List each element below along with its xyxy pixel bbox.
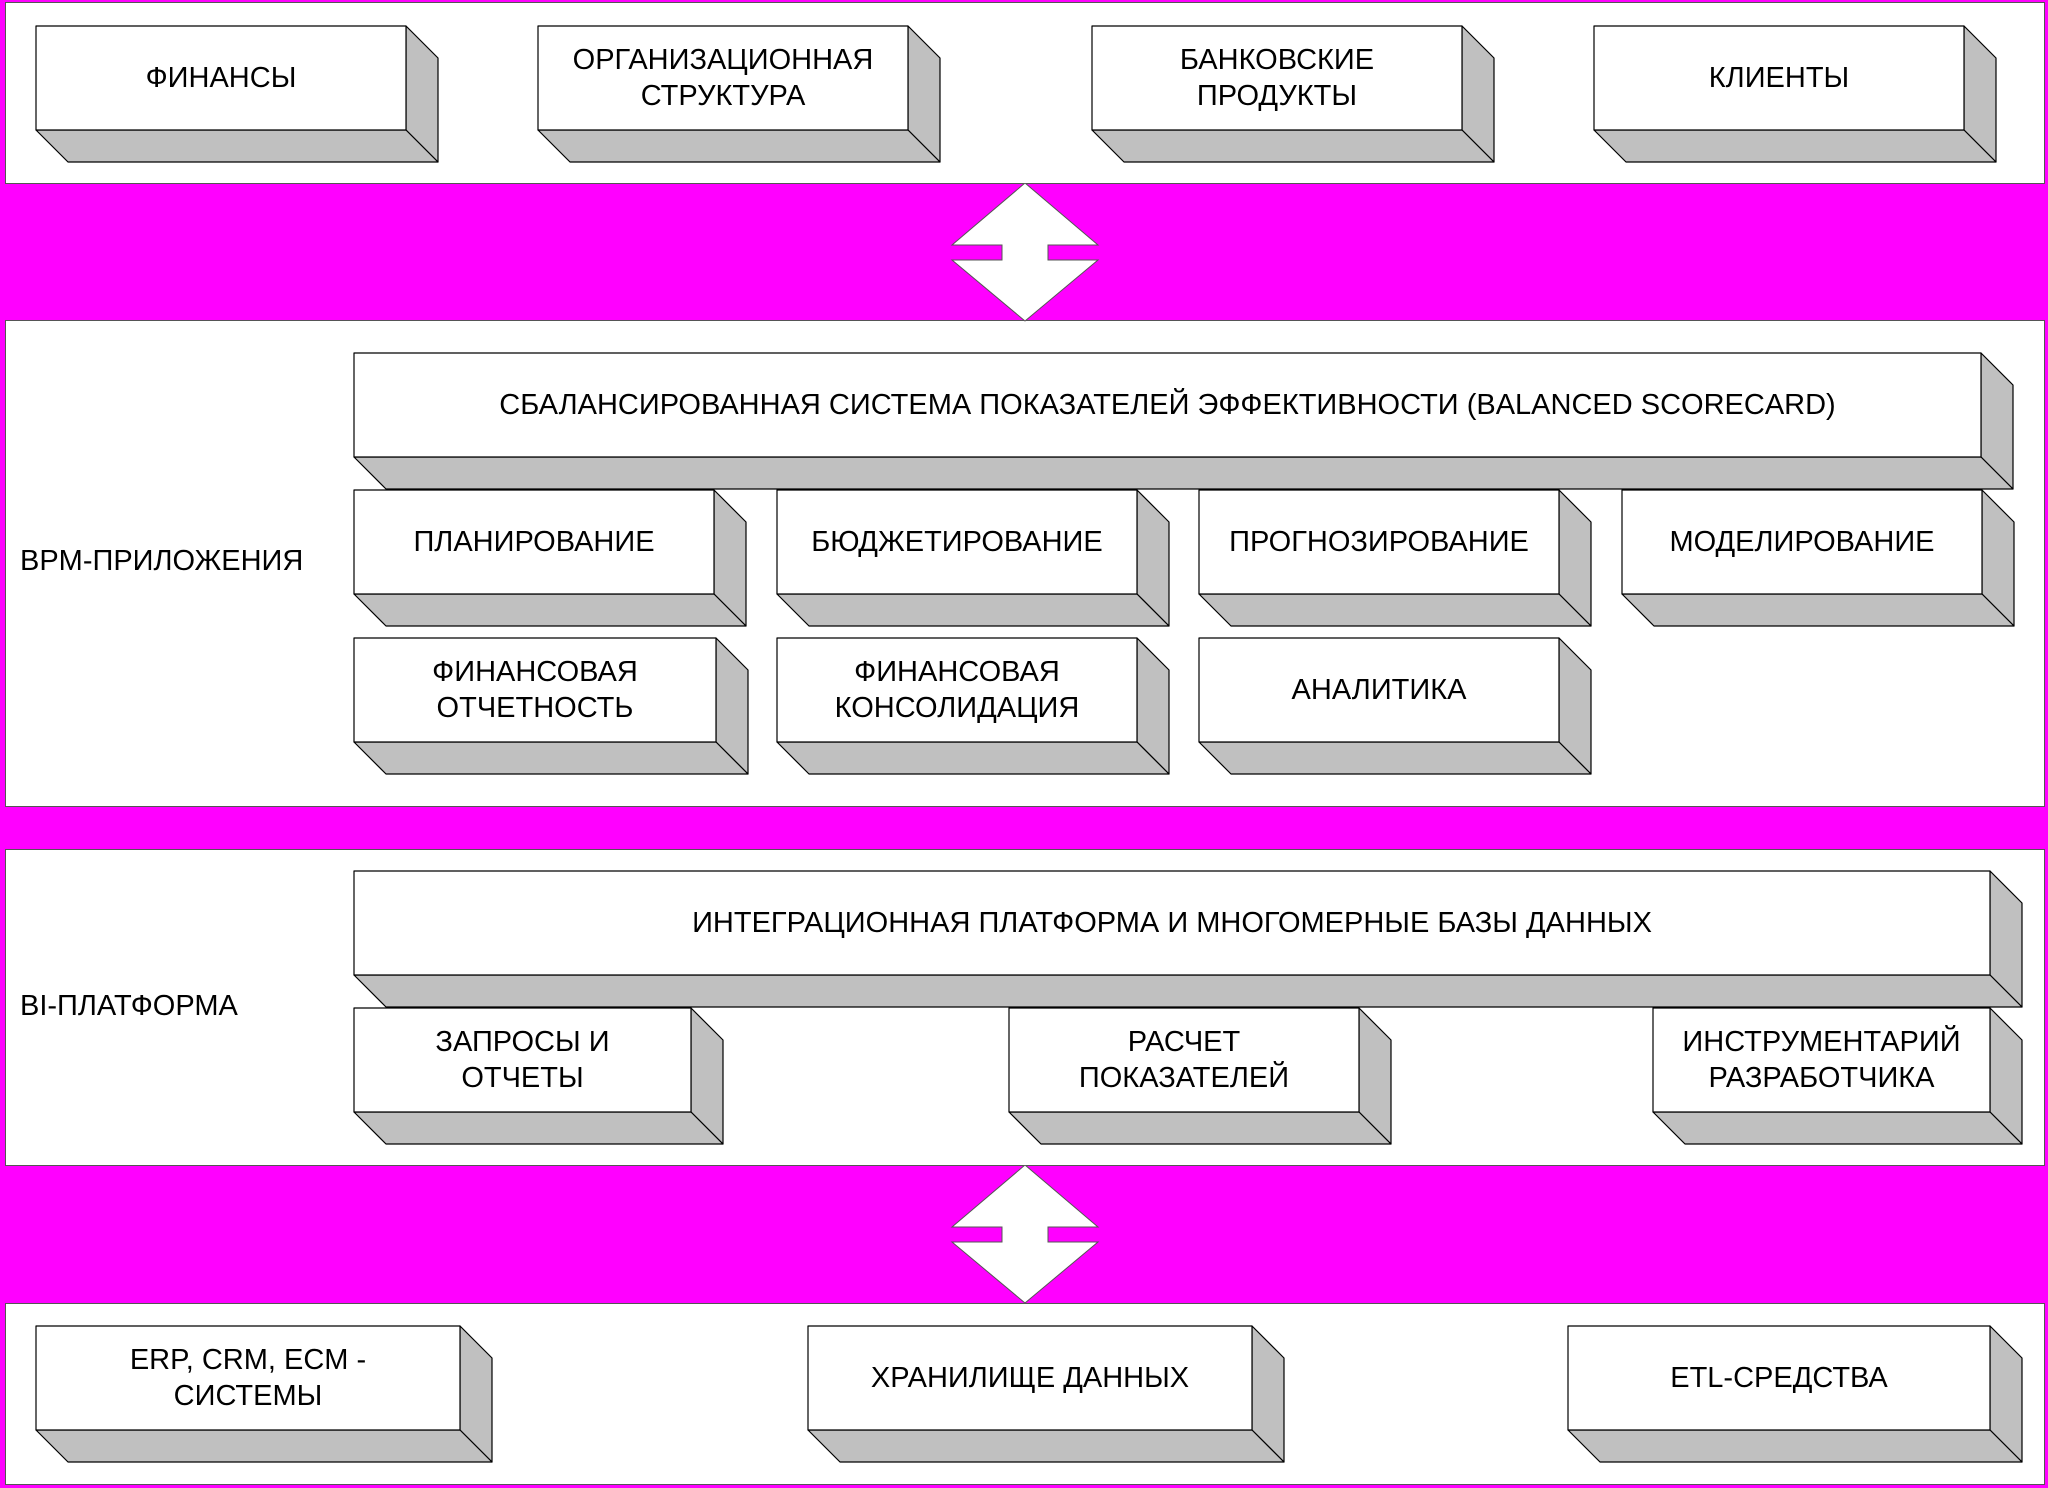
planning-label: ПЛАНИРОВАНИЕ (413, 526, 655, 558)
budgeting-box: БЮДЖЕТИРОВАНИЕ (776, 489, 1170, 627)
forecasting-box: ПРОГНОЗИРОВАНИЕ (1198, 489, 1592, 627)
financial-consolidation-label: ФИНАНСОВАЯ КОНСОЛИДАЦИЯ (834, 656, 1080, 724)
forecasting-label: ПРОГНОЗИРОВАНИЕ (1229, 526, 1529, 558)
developer-tools-label: ИНСТРУМЕНТАРИЙ РАЗРАБОТЧИКА (1682, 1026, 1961, 1094)
finance-label: ФИНАНСЫ (145, 62, 297, 94)
box-shape (353, 1007, 724, 1145)
box-shape (776, 637, 1170, 775)
bi-platform-label: BI-ПЛАТФОРМА (20, 990, 238, 1022)
bpm-applications-label: BPM-ПРИЛОЖЕНИЯ (20, 545, 304, 577)
planning-box: ПЛАНИРОВАНИЕ (353, 489, 747, 627)
bank-products-label: БАНКОВСКИЕ ПРОДУКТЫ (1179, 44, 1375, 112)
financial-consolidation-box: ФИНАНСОВАЯ КОНСОЛИДАЦИЯ (776, 637, 1170, 775)
indicator-calc-label: РАСЧЕТ ПОКАЗАТЕЛЕЙ (1078, 1026, 1290, 1094)
box-shape (353, 352, 2014, 490)
integration-platform-box: ИНТЕГРАЦИОННАЯ ПЛАТФОРМА И МНОГОМЕРНЫЕ Б… (353, 870, 2023, 1008)
finance-box: ФИНАНСЫ (35, 25, 439, 163)
box-shape (353, 637, 749, 775)
modeling-label: МОДЕЛИРОВАНИЕ (1669, 526, 1935, 558)
etl-tools-box: ETL-СРЕДСТВА (1567, 1325, 2023, 1463)
budgeting-label: БЮДЖЕТИРОВАНИЕ (811, 526, 1103, 558)
queries-reports-label: ЗАПРОСЫ И ОТЧЕТЫ (435, 1026, 610, 1094)
data-warehouse-box: ХРАНИЛИЩЕ ДАННЫХ (807, 1325, 1285, 1463)
box-shape (353, 870, 2023, 1008)
box-shape (35, 25, 439, 163)
box-shape (353, 489, 747, 627)
box-shape (35, 1325, 493, 1463)
bank-products-box: БАНКОВСКИЕ ПРОДУКТЫ (1091, 25, 1495, 163)
integration-platform-label: ИНТЕГРАЦИОННАЯ ПЛАТФОРМА И МНОГОМЕРНЫЕ Б… (692, 907, 1652, 939)
org-structure-label: ОРГАНИЗАЦИОННАЯ СТРУКТУРА (572, 44, 874, 112)
box-shape (1621, 489, 2015, 627)
box-shape (1593, 25, 1997, 163)
box-shape (1652, 1007, 2023, 1145)
box-shape (1198, 637, 1592, 775)
box-shape (1091, 25, 1495, 163)
double-arrow-icon (950, 183, 1100, 322)
queries-reports-box: ЗАПРОСЫ И ОТЧЕТЫ (353, 1007, 724, 1145)
erp-crm-ecm-box: ERP, CRM, ECM - СИСТЕМЫ (35, 1325, 493, 1463)
balanced-scorecard-label: СБАЛАНСИРОВАННАЯ СИСТЕМА ПОКАЗАТЕЛЕЙ ЭФФ… (499, 389, 1836, 421)
box-shape (1198, 489, 1592, 627)
data-warehouse-label: ХРАНИЛИЩЕ ДАННЫХ (870, 1362, 1190, 1394)
financial-reporting-box: ФИНАНСОВАЯ ОТЧЕТНОСТЬ (353, 637, 749, 775)
org-structure-box: ОРГАНИЗАЦИОННАЯ СТРУКТУРА (537, 25, 941, 163)
indicator-calc-box: РАСЧЕТ ПОКАЗАТЕЛЕЙ (1008, 1007, 1392, 1145)
analytics-box: АНАЛИТИКА (1198, 637, 1592, 775)
box-shape (1008, 1007, 1392, 1145)
erp-crm-ecm-label: ERP, CRM, ECM - СИСТЕМЫ (129, 1344, 367, 1412)
developer-tools-box: ИНСТРУМЕНТАРИЙ РАЗРАБОТЧИКА (1652, 1007, 2023, 1145)
box-shape (1567, 1325, 2023, 1463)
financial-reporting-label: ФИНАНСОВАЯ ОТЧЕТНОСТЬ (432, 656, 638, 724)
double-arrow-icon (950, 1165, 1100, 1304)
clients-box: КЛИЕНТЫ (1593, 25, 1997, 163)
clients-label: КЛИЕНТЫ (1708, 62, 1850, 94)
box-shape (776, 489, 1170, 627)
balanced-scorecard-box: СБАЛАНСИРОВАННАЯ СИСТЕМА ПОКАЗАТЕЛЕЙ ЭФФ… (353, 352, 2014, 490)
analytics-label: АНАЛИТИКА (1291, 674, 1467, 706)
box-shape (807, 1325, 1285, 1463)
etl-tools-label: ETL-СРЕДСТВА (1670, 1362, 1888, 1394)
modeling-box: МОДЕЛИРОВАНИЕ (1621, 489, 2015, 627)
box-shape (537, 25, 941, 163)
